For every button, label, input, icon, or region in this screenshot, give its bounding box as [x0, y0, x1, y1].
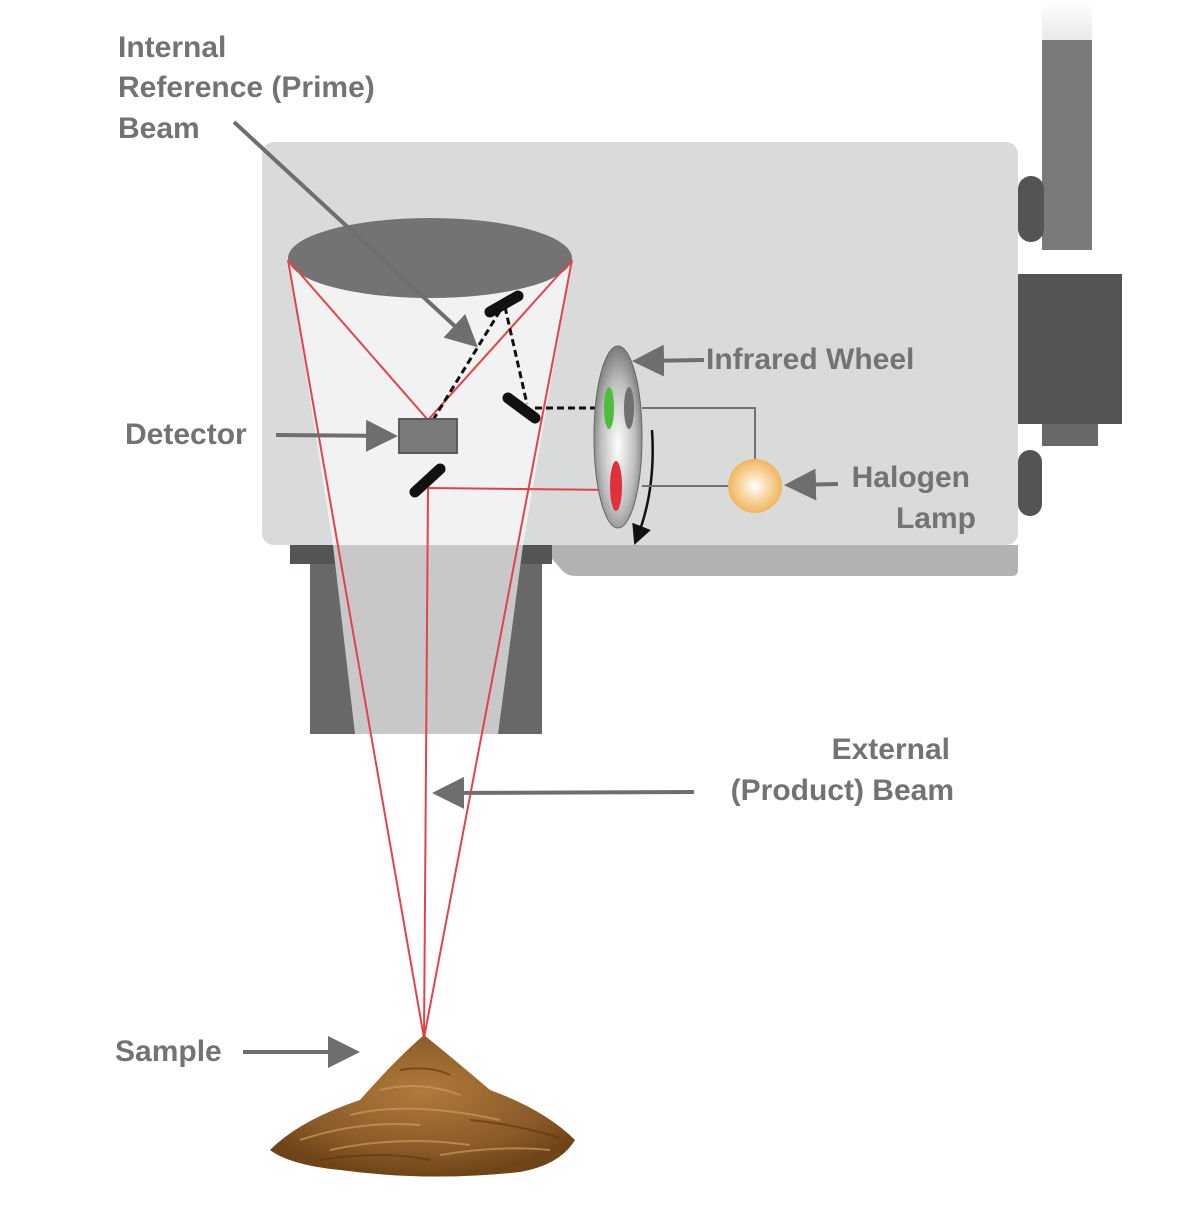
- beam-cone-right: [423, 259, 573, 1039]
- mirror-right: [502, 392, 541, 424]
- optical-cone: [288, 258, 572, 545]
- halogen-lamp: [728, 459, 782, 513]
- mount-assembly: [1018, 0, 1122, 516]
- arrow-internal-reference: [232, 120, 478, 348]
- upper-clip: [1018, 176, 1044, 242]
- label-internal-reference-line1: Internal: [118, 31, 227, 64]
- beam-cone-left: [287, 259, 425, 1039]
- label-external-beam-line2: (Product) Beam: [730, 774, 954, 807]
- filter-gray: [624, 387, 634, 429]
- mounting-bracket: [1018, 274, 1122, 424]
- label-halogen-lamp-line2: Lamp: [895, 502, 976, 535]
- beam-source-horizontal: [427, 487, 617, 491]
- mirrors: [409, 290, 541, 498]
- label-arrows: [232, 120, 839, 1068]
- reference-path: [431, 305, 606, 421]
- label-infrared-wheel: Infrared Wheel: [706, 343, 915, 376]
- lower-clip: [1018, 450, 1042, 516]
- beam-reflect-right: [427, 261, 571, 421]
- mirror-lower: [409, 463, 446, 498]
- label-detector: Detector: [125, 418, 247, 451]
- beams: [287, 259, 617, 1039]
- arrow-infrared-wheel: [632, 344, 705, 377]
- mirror-top: [484, 290, 524, 318]
- mounting-bracket-foot: [1042, 424, 1098, 446]
- label-internal-reference-line2: Reference (Prime): [118, 71, 375, 104]
- beam-reflect-left: [289, 261, 429, 421]
- lens-window: [333, 545, 523, 734]
- label-sample: Sample: [115, 1035, 222, 1068]
- mounting-pole-body: [1042, 40, 1092, 250]
- sample-pile: [270, 1035, 575, 1177]
- filter-red: [610, 461, 622, 511]
- beam-product-center: [423, 487, 429, 1039]
- label-halogen-lamp-line1: Halogen: [851, 461, 970, 494]
- label-external-beam-line1: External: [831, 733, 950, 766]
- arrow-external-beam: [432, 776, 695, 809]
- infrared-wheel: [593, 345, 654, 545]
- arrow-detector: [275, 419, 398, 452]
- label-internal-reference-line3: Beam: [118, 112, 200, 145]
- housing-shadow: [540, 545, 1018, 576]
- lamp-wiring: [642, 407, 756, 487]
- detector: [398, 418, 458, 454]
- arrow-halogen-lamp: [784, 468, 839, 501]
- filter-green: [604, 387, 614, 429]
- primary-mirror: [288, 218, 572, 298]
